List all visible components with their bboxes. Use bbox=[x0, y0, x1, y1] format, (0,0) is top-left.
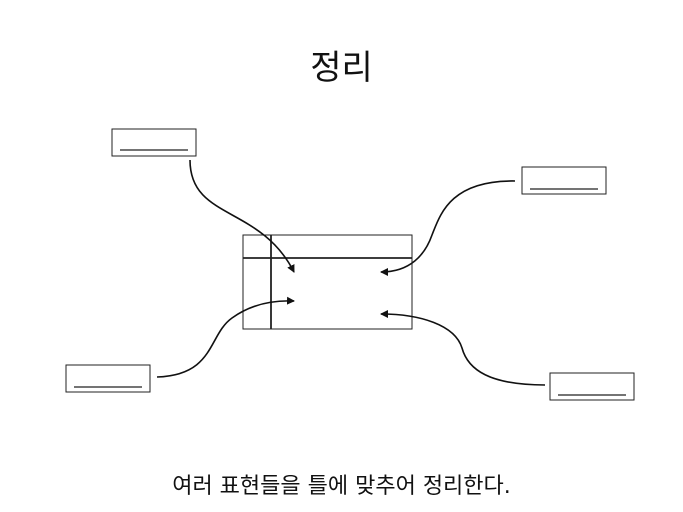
label-box-bottom-right[interactable] bbox=[549, 372, 635, 401]
page-title: 정리 bbox=[310, 48, 373, 88]
arrow-top-left bbox=[189, 159, 295, 273]
label-box-top-right[interactable] bbox=[521, 166, 607, 195]
label-box-top-left[interactable] bbox=[111, 128, 197, 157]
arrow-bottom-left bbox=[156, 296, 295, 378]
center-frame bbox=[242, 234, 413, 330]
arrow-bottom-right bbox=[380, 310, 546, 386]
arrow-top-right bbox=[380, 180, 516, 276]
frame-outline bbox=[242, 234, 413, 330]
caption-text: 여러 표현들을 틀에 맞추어 정리한다. bbox=[172, 474, 511, 499]
label-box-bottom-left[interactable] bbox=[65, 364, 151, 393]
